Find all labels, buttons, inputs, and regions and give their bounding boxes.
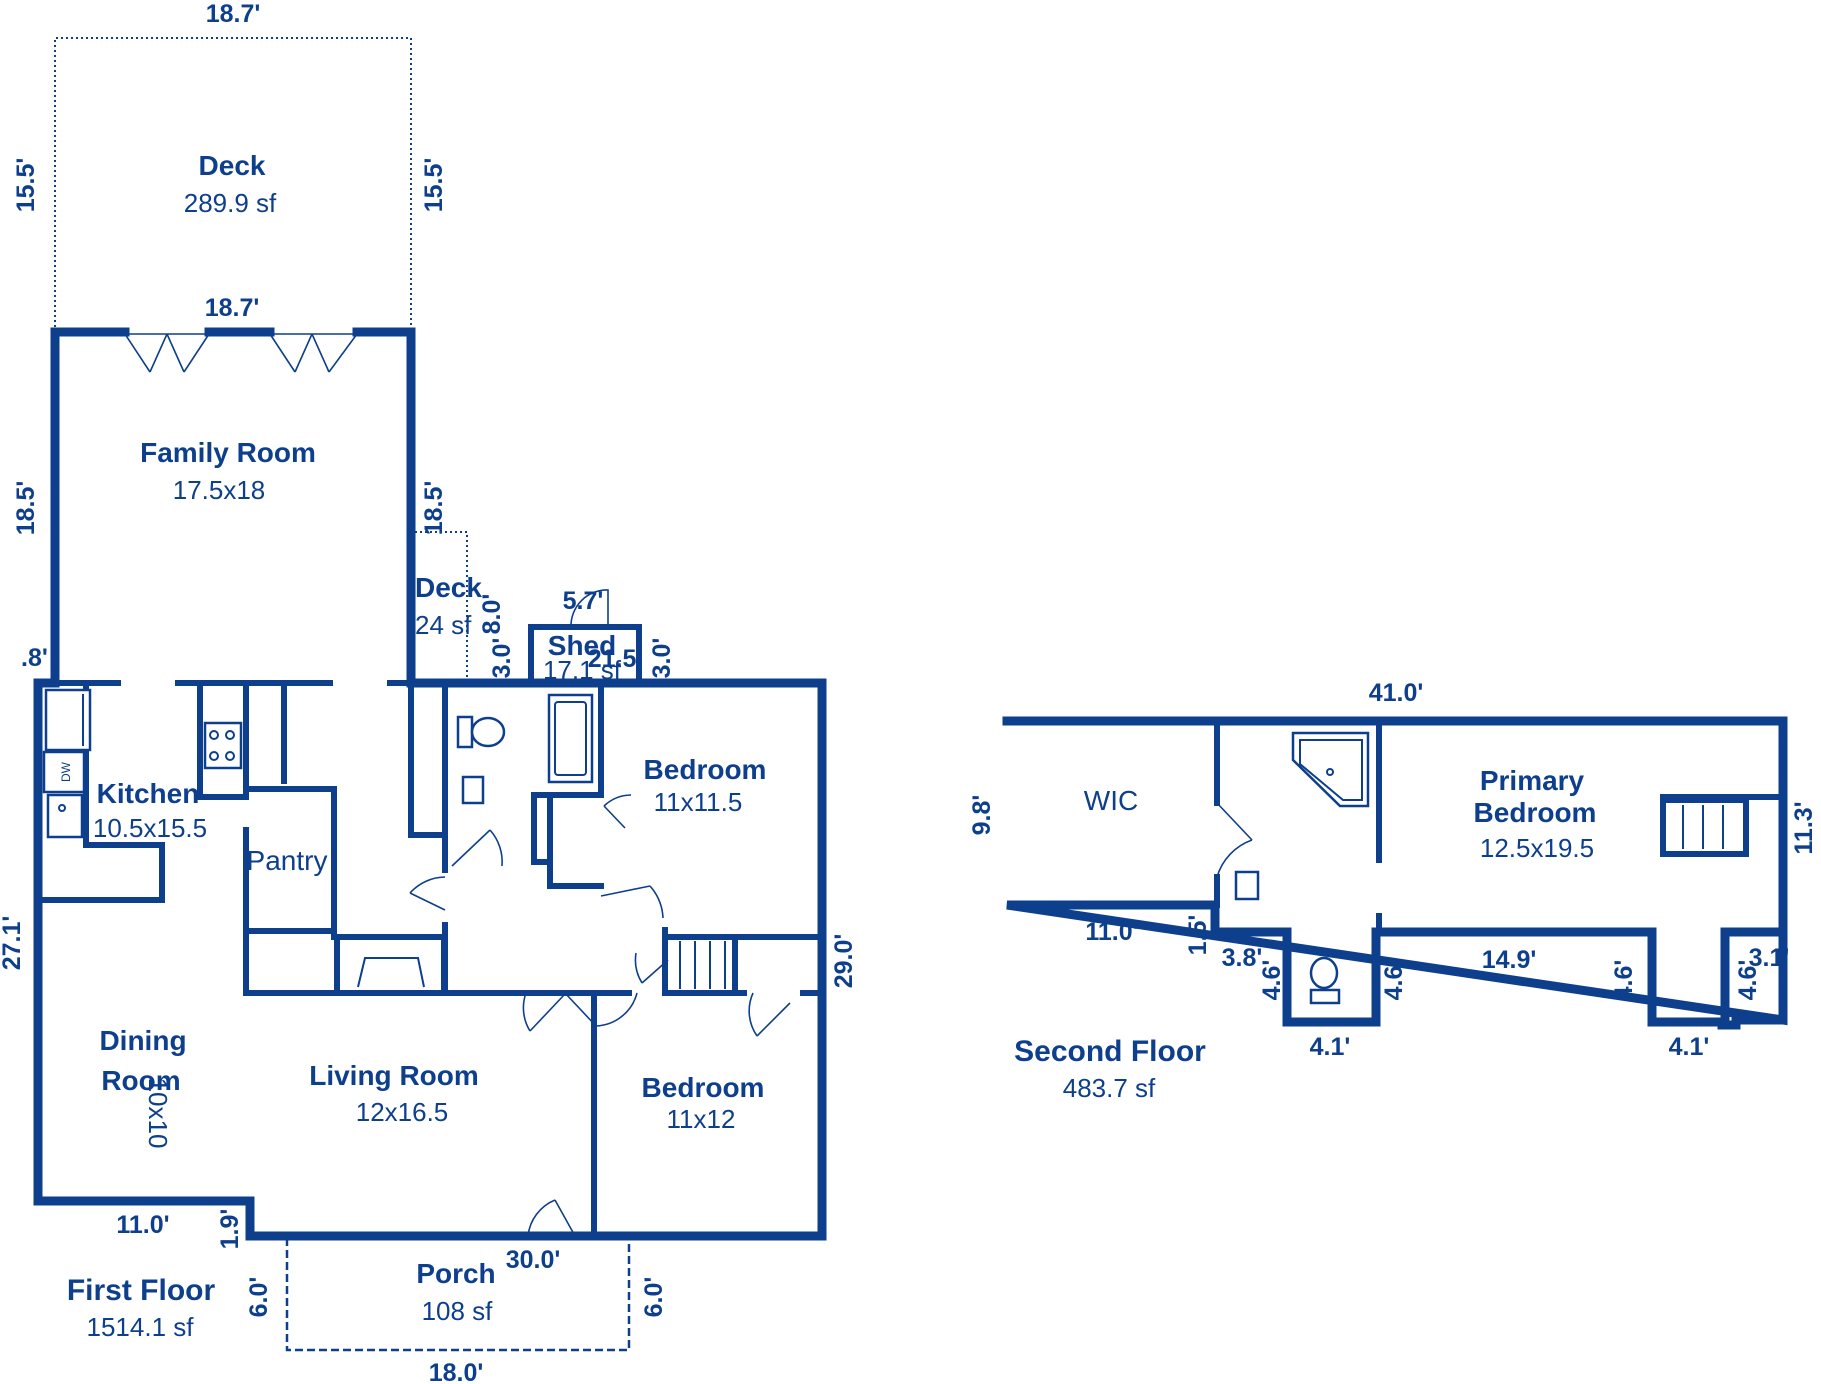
second-floor-title: Second Floor: [1014, 1035, 1206, 1068]
room-bedroom-1-size: 11x11.5: [654, 787, 743, 817]
bathtub-icon: [547, 693, 594, 784]
room-dining-name-line1: Dining: [99, 1025, 186, 1056]
room-living-size: 12x16.5: [356, 1097, 449, 1127]
primary-bath-sink-icon: [1234, 870, 1260, 901]
room-wic-name: WIC: [1084, 785, 1138, 816]
small-deck-outline: [415, 531, 468, 680]
dim-second-right: 11.3': [1790, 801, 1818, 854]
room-primary-size: 12.5x19.5: [1480, 833, 1594, 863]
dim-bottom-left: 11.0': [116, 1211, 169, 1239]
kitchen-counters: DW: [35, 680, 287, 903]
stove-icon: [203, 721, 243, 770]
dim-shed-width: 21.5': [588, 645, 643, 673]
room-porch-name: Porch: [416, 1258, 495, 1289]
room-dining-size: 10x10: [143, 1078, 173, 1149]
first-floor-doors: [409, 794, 791, 1237]
dim-bottom-main: 30.0': [506, 1246, 561, 1274]
dim-second-top: 41.0': [1369, 679, 1424, 707]
dim-bottom-step: 1.9': [216, 1209, 244, 1250]
room-bedroom-1-name: Bedroom: [644, 754, 767, 785]
room-family-name: Family Room: [140, 437, 316, 468]
room-small-deck-size: 24 sf: [415, 610, 472, 640]
dim-wic-bottom: 11.0': [1085, 918, 1138, 946]
room-family-size: 17.5x18: [173, 475, 266, 505]
room-deck-main-size: 289.9 sf: [184, 188, 277, 218]
second-floor-area: 483.7 sf: [1063, 1073, 1156, 1103]
dim-family-offset: .8': [21, 644, 48, 672]
french-doors: [124, 333, 358, 373]
dim-family-left: 18.5': [12, 481, 40, 536]
room-shed-size: 17.1 sf: [543, 655, 622, 685]
dishwasher-label: DW: [59, 761, 73, 782]
room-pantry-name: Pantry: [247, 845, 328, 876]
dim-porch-bottom: 18.0': [429, 1359, 484, 1384]
room-dining-name-line2: Room: [101, 1065, 180, 1096]
dishwasher-icon: [42, 750, 86, 794]
room-deck-main-name: Deck: [199, 150, 266, 181]
dim-family-top: 18.7': [205, 294, 260, 322]
dim-bump1-right: 4.6': [1380, 960, 1408, 1001]
dim-bump1-bottom: 4.1': [1310, 1033, 1351, 1061]
room-porch-size: 108 sf: [422, 1296, 494, 1326]
room-primary-name-line1: Primary: [1480, 765, 1585, 796]
dim-porch-right: 6.0': [640, 1277, 668, 1318]
dim-small-deck-height: 8.0': [478, 594, 506, 635]
primary-toilet-icon: [1309, 956, 1339, 990]
dim-left-side: 27.1': [0, 916, 26, 971]
dim-bump2-bottom: 4.1': [1669, 1033, 1710, 1061]
room-primary-name-line2: Bedroom: [1474, 797, 1597, 828]
deck-outline: [54, 37, 412, 332]
toilet-icon: [470, 716, 506, 748]
interior-walls: [243, 680, 825, 1239]
room-shed-name: Shed: [548, 630, 616, 661]
room-bedroom-2-size: 11x12: [667, 1104, 736, 1134]
dim-deck-top: 18.7': [206, 0, 261, 28]
kitchen-sink-icon: [46, 793, 84, 839]
dim-small-deck-step: 3.0': [488, 638, 516, 679]
dim-porch-left: 6.0': [245, 1277, 273, 1318]
stairs-first-floor: [662, 934, 738, 996]
first-floor-area: 1514.1 sf: [87, 1312, 195, 1342]
dim-bump2-right: 4.6': [1734, 960, 1762, 1001]
primary-toilet-tank-icon: [1309, 988, 1341, 1005]
fireplace: [334, 934, 447, 996]
dim-bump1-offset: 3.8': [1222, 944, 1263, 972]
first-floor-title: First Floor: [67, 1274, 216, 1307]
dim-deck-right: 15.5': [420, 158, 448, 213]
second-floor: 41.0' 9.8' 11.3' WIC Primary Bedroom 12.…: [968, 679, 1818, 1103]
porch-outline: [285, 1238, 631, 1352]
shed-door: [570, 589, 609, 628]
exterior-wall: [33, 327, 827, 1241]
bath-sink-icon: [461, 775, 485, 805]
room-living-name: Living Room: [309, 1060, 479, 1091]
dim-bump2-left: 4.6': [1610, 960, 1638, 1001]
room-kitchen-name: Kitchen: [97, 778, 200, 809]
dim-middle-bottom: 14.9': [1482, 946, 1537, 974]
dim-deck-left: 15.5': [12, 158, 40, 213]
wic-door: [1216, 802, 1253, 878]
dim-second-left: 9.8': [968, 795, 996, 836]
second-floor-exterior-wall: [1002, 716, 1788, 1030]
stairs-second-floor: [1660, 797, 1749, 857]
toilet-tank-icon: [456, 715, 474, 749]
room-bedroom-2-name: Bedroom: [642, 1072, 765, 1103]
dim-right-side: 29.0': [830, 934, 858, 989]
dim-shed-side: 3.0': [648, 638, 676, 679]
dim-bump1-left: 4.6': [1258, 960, 1286, 1001]
dim-bump2-offset: 3.1': [1749, 944, 1790, 972]
room-small-deck-name: Deck: [415, 572, 482, 603]
first-floor: DW: [0, 0, 858, 1384]
shed-outline: [528, 624, 642, 683]
dim-step-small: 1.5': [1184, 915, 1212, 956]
room-kitchen-size: 10.5x15.5: [93, 813, 207, 843]
dim-family-right: 18.5': [420, 481, 448, 536]
